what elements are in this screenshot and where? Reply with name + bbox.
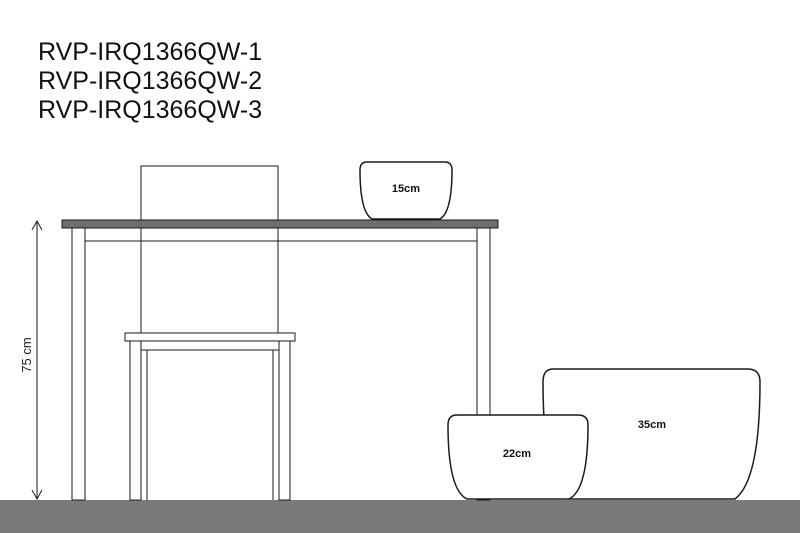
pot-large-label: 35cm	[638, 419, 666, 431]
height-dimension-line	[31, 219, 43, 501]
chair-backrest	[140, 165, 279, 221]
product-code-list: RVP-IRQ1366QW-1 RVP-IRQ1366QW-2 RVP-IRQ1…	[38, 38, 262, 125]
product-code-1: RVP-IRQ1366QW-1	[38, 38, 263, 66]
pot-small	[359, 161, 453, 220]
floor	[0, 500, 800, 533]
height-dimension-label: 75 cm	[19, 337, 34, 372]
chair-back-posts	[140, 228, 279, 333]
product-code-3: RVP-IRQ1366QW-3	[38, 96, 263, 124]
pot-medium	[447, 414, 589, 500]
product-code-2: RVP-IRQ1366QW-2	[38, 67, 263, 95]
pot-small-label: 15cm	[392, 183, 420, 195]
chair-base	[124, 332, 296, 501]
pot-medium-label: 22cm	[503, 448, 531, 460]
pot-large	[542, 368, 761, 500]
tabletop	[61, 219, 499, 229]
